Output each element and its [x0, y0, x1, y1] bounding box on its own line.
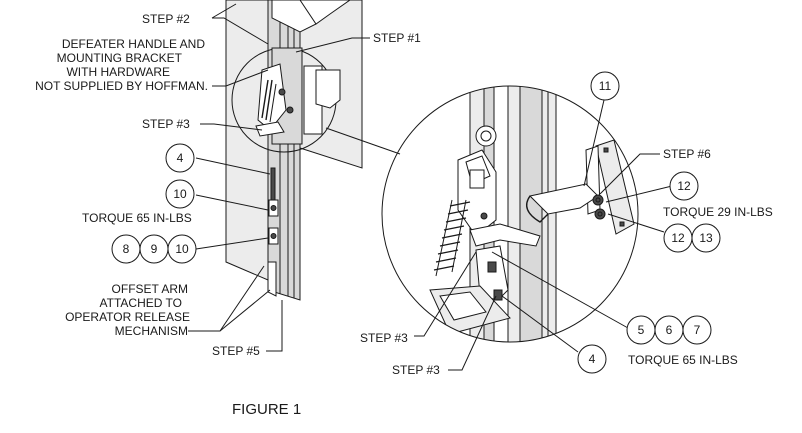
- offset-line-2: ATTACHED TO: [100, 296, 182, 310]
- figure-caption: FIGURE 1: [232, 401, 301, 418]
- step6-label: STEP #6: [663, 147, 711, 161]
- defeater-line-3: WITH HARDWARE: [66, 65, 170, 79]
- step1-label: STEP #1: [373, 31, 421, 45]
- svg-text:10: 10: [173, 187, 187, 201]
- defeater-line-4: NOT SUPPLIED BY HOFFMAN.: [35, 79, 208, 93]
- right-leaders: [414, 99, 673, 371]
- balloon-7: 7: [682, 315, 712, 345]
- step3-detail-a-label: STEP #3: [360, 331, 408, 345]
- detail-circle-large: [381, 85, 639, 343]
- balloon-10-row: 10: [167, 234, 197, 264]
- balloon-13: 13: [691, 223, 721, 253]
- balloon-12-top: 12: [669, 171, 699, 201]
- torque-left-label: TORQUE 65 IN-LBS: [82, 211, 192, 225]
- svg-text:9: 9: [151, 242, 158, 256]
- balloon-4-left: 4: [165, 143, 195, 173]
- step2-label: STEP #2: [142, 12, 190, 26]
- svg-text:13: 13: [699, 231, 713, 245]
- svg-text:8: 8: [123, 242, 130, 256]
- mounting-bracket: [526, 139, 635, 235]
- left-leaders: [188, 3, 370, 352]
- svg-text:4: 4: [589, 352, 596, 366]
- balloon-5: 5: [626, 315, 656, 345]
- offset-line-4: MECHANISM: [115, 324, 188, 338]
- svg-text:5: 5: [638, 323, 645, 337]
- balloon-9: 9: [139, 234, 169, 264]
- torque-65-right-label: TORQUE 65 IN-LBS: [628, 353, 738, 367]
- step3-left-label: STEP #3: [142, 117, 190, 131]
- mechanism-detail: [429, 86, 557, 342]
- svg-text:10: 10: [175, 242, 189, 256]
- offset-line-3: OPERATOR RELEASE: [65, 310, 190, 324]
- balloon-8: 8: [111, 234, 141, 264]
- enclosure-assembly: [225, 0, 363, 301]
- balloon-10-left: 10: [165, 179, 195, 209]
- svg-text:7: 7: [694, 323, 701, 337]
- step3-detail-b-label: STEP #3: [392, 363, 440, 377]
- balloon-11: 11: [590, 71, 620, 101]
- svg-text:11: 11: [599, 79, 612, 93]
- mechanism-small: [255, 47, 341, 145]
- svg-text:12: 12: [671, 231, 685, 245]
- svg-text:12: 12: [677, 179, 691, 193]
- spring: [433, 199, 471, 277]
- defeater-line-1: DEFEATER HANDLE AND: [62, 37, 205, 51]
- offset-line-1: OFFSET ARM: [112, 282, 188, 296]
- balloon-12-bottom: 12: [663, 223, 693, 253]
- defeater-line-2: MOUNTING BRACKET: [57, 51, 183, 65]
- svg-text:4: 4: [177, 151, 184, 165]
- torque-29-label: TORQUE 29 IN-LBS: [663, 205, 773, 219]
- detail-connector: [325, 127, 401, 155]
- svg-text:6: 6: [666, 323, 673, 337]
- balloon-4-right: 4: [577, 344, 607, 374]
- balloon-6: 6: [654, 315, 684, 345]
- step5-label: STEP #5: [212, 344, 260, 358]
